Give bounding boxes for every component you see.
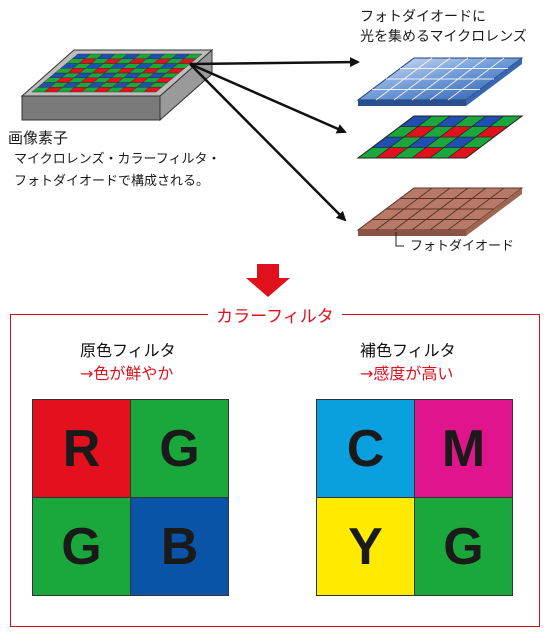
photodiode-layer <box>356 187 524 236</box>
pixel-desc-line2: フォトダイオードで構成される。 <box>14 174 210 189</box>
photodiode-leader-line <box>395 232 404 247</box>
color-filter-title: カラーフィルタ <box>208 307 342 327</box>
microlens-label-line1: フォトダイオードに <box>360 9 486 25</box>
photodiode-label: フォトダイオード <box>410 239 515 254</box>
sensor-diagram <box>20 48 524 297</box>
arrow-to-microlens <box>189 57 360 68</box>
arrow-to-photodiode <box>189 63 347 222</box>
complementary-cell-y: Y <box>317 498 414 595</box>
pixel-desc-line1: マイクロレンズ・カラーフィルタ・ <box>14 152 221 167</box>
microlens-label-line2: 光を集めるマイクロレンズ <box>360 29 527 45</box>
image-sensor-chip <box>20 48 214 122</box>
complementary-cell-m: M <box>415 400 512 497</box>
complementary-cell-c: C <box>317 400 414 497</box>
primary-cell-r: R <box>33 400 130 497</box>
arrows <box>189 57 360 222</box>
color-filter-title-wrap: カラーフィルタ <box>0 302 550 327</box>
pixel-title: 画像素子 <box>8 129 69 147</box>
primary-filter-title: 原色フィルタ <box>80 341 176 360</box>
primary-cell-g: G <box>33 498 130 595</box>
arrow-to-color-filter <box>189 62 347 134</box>
down-arrow-icon <box>246 264 290 297</box>
color-filter-layer <box>356 115 524 159</box>
primary-cell-g: G <box>131 400 228 497</box>
primary-filter-subtitle: →色が鮮やか <box>80 364 174 383</box>
microlens-layer <box>356 57 524 106</box>
complementary-filter-title: 補色フィルタ <box>360 341 456 360</box>
primary-cell-b: B <box>131 498 228 595</box>
complementary-cell-g: G <box>415 498 512 595</box>
complementary-filter-subtitle: →感度が高い <box>360 364 454 383</box>
